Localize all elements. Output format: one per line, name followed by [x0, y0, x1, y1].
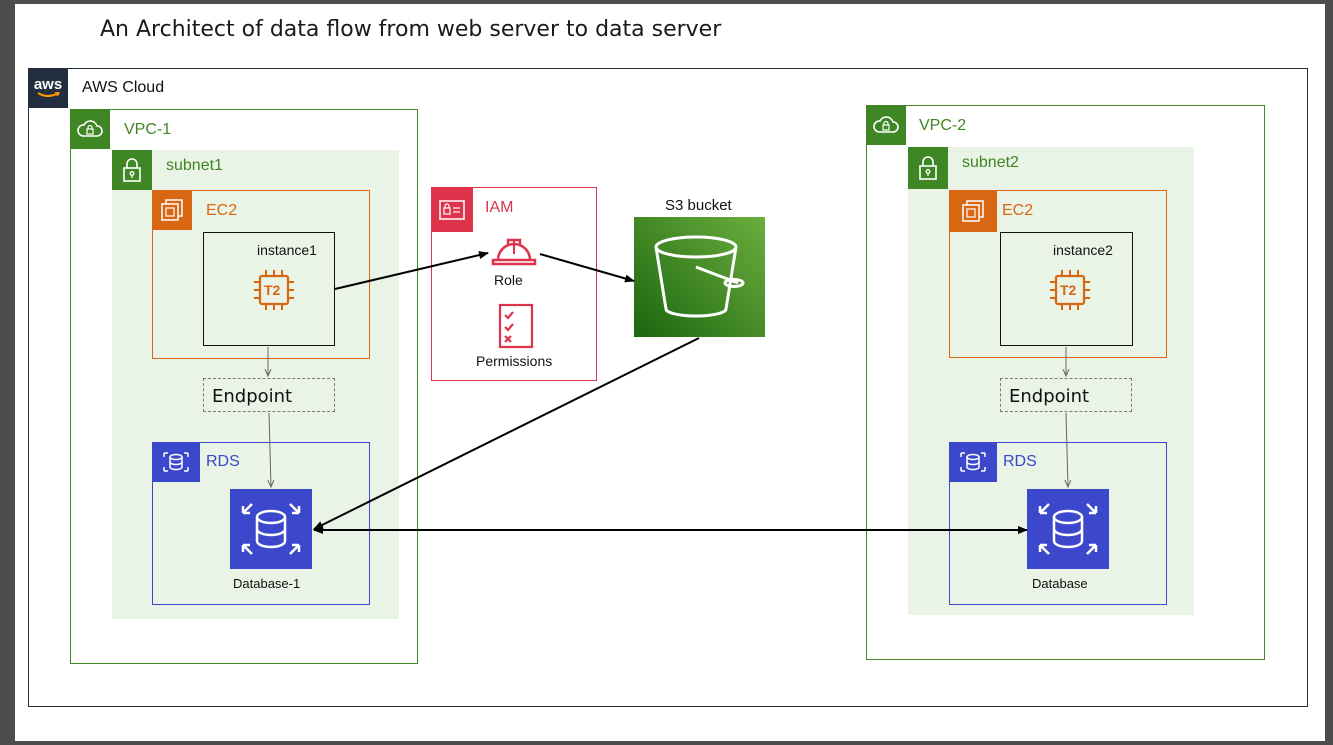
subnet1-label: subnet1	[166, 157, 223, 174]
instance1-label: instance1	[257, 242, 317, 258]
permissions-label: Permissions	[476, 353, 553, 369]
instance1-box	[203, 232, 335, 346]
subnet2-lock-icon	[908, 147, 948, 189]
instance2-chip-icon	[1048, 268, 1092, 312]
vpc1-cloud-icon	[70, 109, 110, 149]
s3-label: S3 bucket	[665, 197, 732, 214]
vpc2-rds-label: RDS	[1003, 453, 1037, 470]
vpc2-rds-group	[949, 442, 1167, 605]
endpoint2-box	[1000, 378, 1132, 412]
iam-icon	[431, 187, 473, 232]
iam-label: IAM	[485, 199, 514, 216]
aws-cloud-label: AWS Cloud	[82, 79, 165, 96]
vpc1-rds-label: RDS	[206, 453, 240, 470]
subnet1-lock-icon	[112, 150, 152, 190]
database1-label: Database-1	[233, 576, 301, 591]
vpc2-rds-icon	[949, 442, 997, 482]
vpc1-ec2-label: EC2	[206, 202, 238, 219]
role-label: Role	[494, 272, 523, 288]
instance2-label: instance2	[1053, 242, 1113, 258]
endpoint2-label: Endpoint	[1009, 386, 1090, 407]
vpc1-label: VPC-1	[124, 121, 172, 138]
aws-logo-icon: aws	[28, 68, 68, 108]
aws-cloud-group	[28, 68, 1308, 707]
instance2-chip-label: T2	[1060, 282, 1077, 298]
vpc2-group	[866, 105, 1265, 660]
subnet2-label: subnet2	[962, 154, 1019, 171]
instance1-chip-label: T2	[264, 282, 281, 298]
database1-icon[interactable]	[230, 489, 312, 569]
vpc2-ec2-icon	[949, 190, 997, 232]
instance2-box	[1000, 232, 1133, 346]
database2-icon[interactable]	[1027, 489, 1109, 569]
endpoint1-label: Endpoint	[212, 386, 293, 407]
vpc2-cloud-icon	[866, 105, 906, 145]
vpc1-ec2-icon	[152, 190, 192, 230]
vpc2-ec2-group	[949, 190, 1167, 358]
vpc2-label: VPC-2	[919, 117, 967, 134]
diagram-title: An Architect of data flow from web serve…	[100, 17, 722, 42]
instance1-chip-icon	[252, 268, 296, 312]
permissions-checklist-icon[interactable]	[498, 303, 534, 349]
database2-label: Database	[1032, 576, 1088, 591]
vpc1-rds-icon	[152, 442, 200, 482]
role-helmet-icon[interactable]	[490, 236, 538, 268]
s3-bucket-icon[interactable]	[634, 217, 765, 337]
vpc2-ec2-label: EC2	[1002, 202, 1034, 219]
